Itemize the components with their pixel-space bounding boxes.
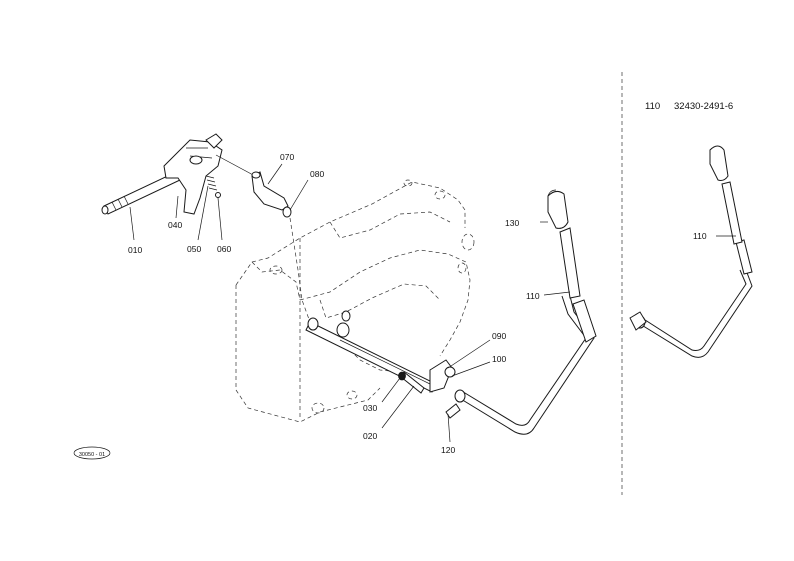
cross-shaft-pin <box>398 371 425 394</box>
callout-130: 130 <box>505 218 519 228</box>
variant-grip-upper <box>721 181 743 245</box>
shifter-shaft <box>101 171 181 215</box>
callout-080: 080 <box>310 169 324 179</box>
shift-arm <box>251 171 289 211</box>
o-ring <box>282 206 292 218</box>
lever-grip-lower <box>572 299 597 343</box>
callout-010: 010 <box>128 245 142 255</box>
drawing-stamp: 30050 - 01 <box>73 446 111 460</box>
callout-090: 090 <box>492 331 506 341</box>
assembly-line <box>215 154 256 177</box>
callout-030: 030 <box>363 403 377 413</box>
lever-grip-upper <box>559 227 581 299</box>
lever-knob <box>547 189 569 229</box>
callout-040: 040 <box>168 220 182 230</box>
callout-120: 120 <box>441 445 455 455</box>
callout-060: 060 <box>217 244 231 254</box>
shift-lever-rod <box>454 295 595 435</box>
variant-part-number: 32430-2491-6 <box>674 101 733 112</box>
callout-110-variant: 110 <box>693 231 707 241</box>
callout-020: 020 <box>363 431 377 441</box>
detent-ball <box>215 192 221 198</box>
variant-grip-lower <box>735 239 753 275</box>
detent-spring <box>205 175 218 191</box>
shift-lever-plate <box>429 359 456 393</box>
arm-guide-line <box>289 217 311 323</box>
callout-100: 100 <box>492 354 506 364</box>
lever-pin <box>445 403 461 419</box>
variant-knob <box>709 145 729 181</box>
cross-shaft <box>305 310 437 393</box>
callout-070: 070 <box>280 152 294 162</box>
drawing-code: 30050 - 01 <box>79 452 105 458</box>
shift-fork <box>163 133 223 215</box>
leader-lines <box>129 163 736 443</box>
variant-lever-rod <box>629 269 753 358</box>
callout-050: 050 <box>187 244 201 254</box>
callout-110-main: 110 <box>526 291 540 301</box>
variant-ref-number: 110 <box>645 101 660 112</box>
